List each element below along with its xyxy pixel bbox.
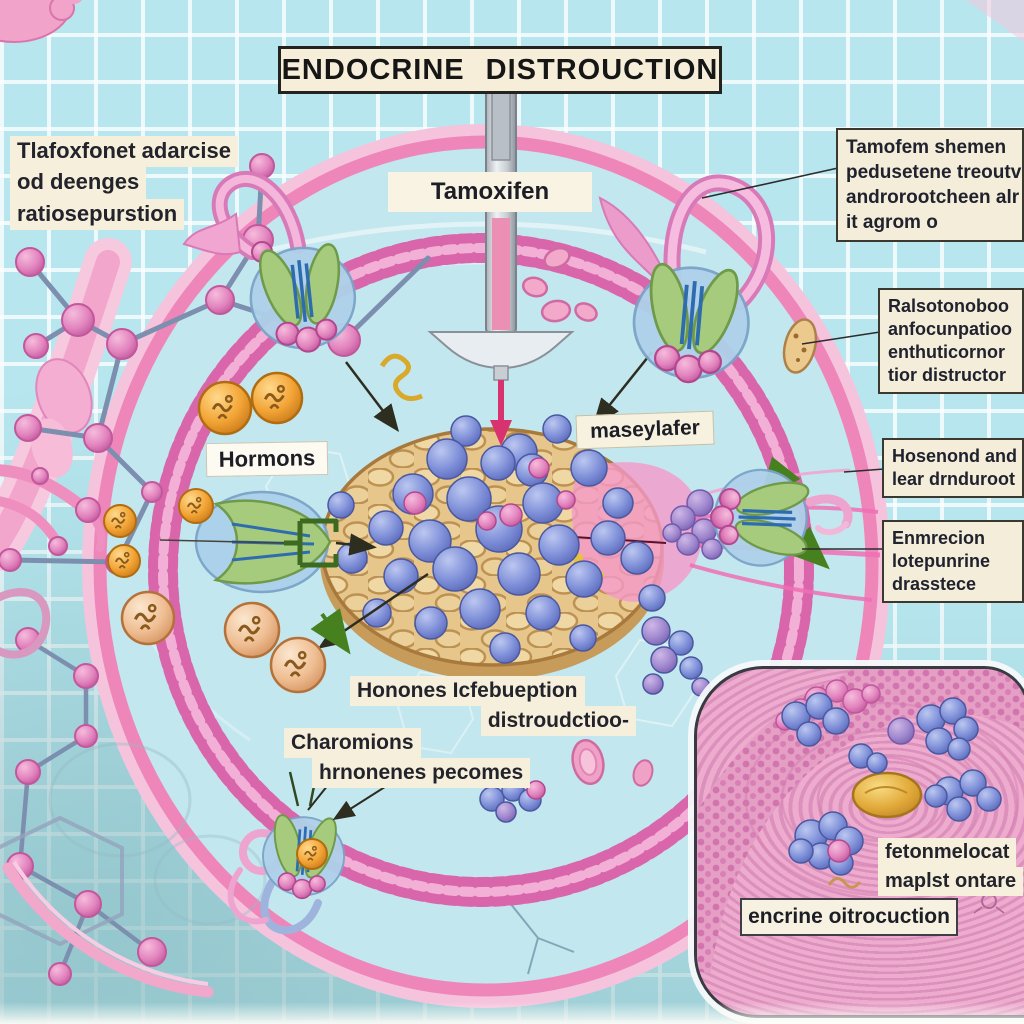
- corner-pink-blob: [0, 0, 1024, 43]
- inset-squiggle: [827, 877, 862, 889]
- callout-hormone-binding: Hosenond and lear drnduroot: [882, 438, 1024, 498]
- callout-line: drasstece: [892, 574, 977, 594]
- inset-nucleus: [851, 771, 923, 819]
- callout-line: tior distructor: [888, 365, 1007, 385]
- callout-line: Tamofem shemen: [846, 137, 1007, 158]
- note-line: maplst ontare: [878, 867, 1024, 896]
- note-line: Honones Icfebueption: [350, 676, 585, 707]
- callout-line: lotepunrine: [892, 551, 990, 571]
- receptor-label: maseylafer: [575, 410, 715, 450]
- note-line: hrnonenes pecomes: [312, 758, 531, 789]
- hormones-label-text: Hormons: [218, 445, 316, 472]
- callout-endocrine-disruption: Enmrecion lotepunrine drasstece: [882, 520, 1024, 603]
- hormones-label: Hormons: [205, 440, 329, 478]
- tamoxifen-label-text: Tamoxifen: [430, 178, 550, 205]
- callout-line: it agrom o: [846, 212, 938, 233]
- inset-note-1: fetonmelocat maplst ontare: [878, 838, 1024, 896]
- diagram-title: ENDOCRINE DISTROUCTION: [278, 46, 722, 94]
- callout-line: androrootcheen alr: [846, 187, 1020, 208]
- note-line: fetonmelocat: [878, 838, 1017, 867]
- callout-line: pedusetene treoutv: [846, 162, 1022, 183]
- callout-line: Enmrecion: [892, 528, 986, 548]
- callout-tamoxifen-effect: Tamofem shemen pedusetene treoutv andror…: [836, 128, 1024, 242]
- callout-line: anfocunpatioo: [888, 319, 1012, 339]
- receptor-label-text: maseylafer: [589, 416, 701, 443]
- callout-line: lear drnduroot: [892, 469, 1016, 489]
- inset-note-2-text: encrine oitrocuction: [748, 905, 950, 928]
- note-line: ratiosepurstion: [10, 198, 185, 231]
- callout-line: enthuticornor: [888, 342, 1005, 362]
- callout-line: Ralsotonoboo: [888, 296, 1009, 316]
- callout-line: Hosenond and: [892, 446, 1017, 466]
- inset-note-2: encrine oitrocuction: [740, 898, 958, 936]
- chromatin-note: Charomions hrnonenes pecomes: [284, 728, 531, 789]
- callout-receptor-occupation: Ralsotonoboo anfocunpatioo enthuticornor…: [878, 288, 1024, 394]
- note-line: od deenges: [10, 167, 147, 199]
- top-left-note: Tlafoxfonet adarcise od deenges ratiosep…: [10, 136, 238, 231]
- note-line: Tlafoxfonet adarcise: [10, 136, 238, 168]
- tamoxifen-label: Tamoxifen: [388, 172, 592, 212]
- note-line: Charomions: [284, 728, 421, 759]
